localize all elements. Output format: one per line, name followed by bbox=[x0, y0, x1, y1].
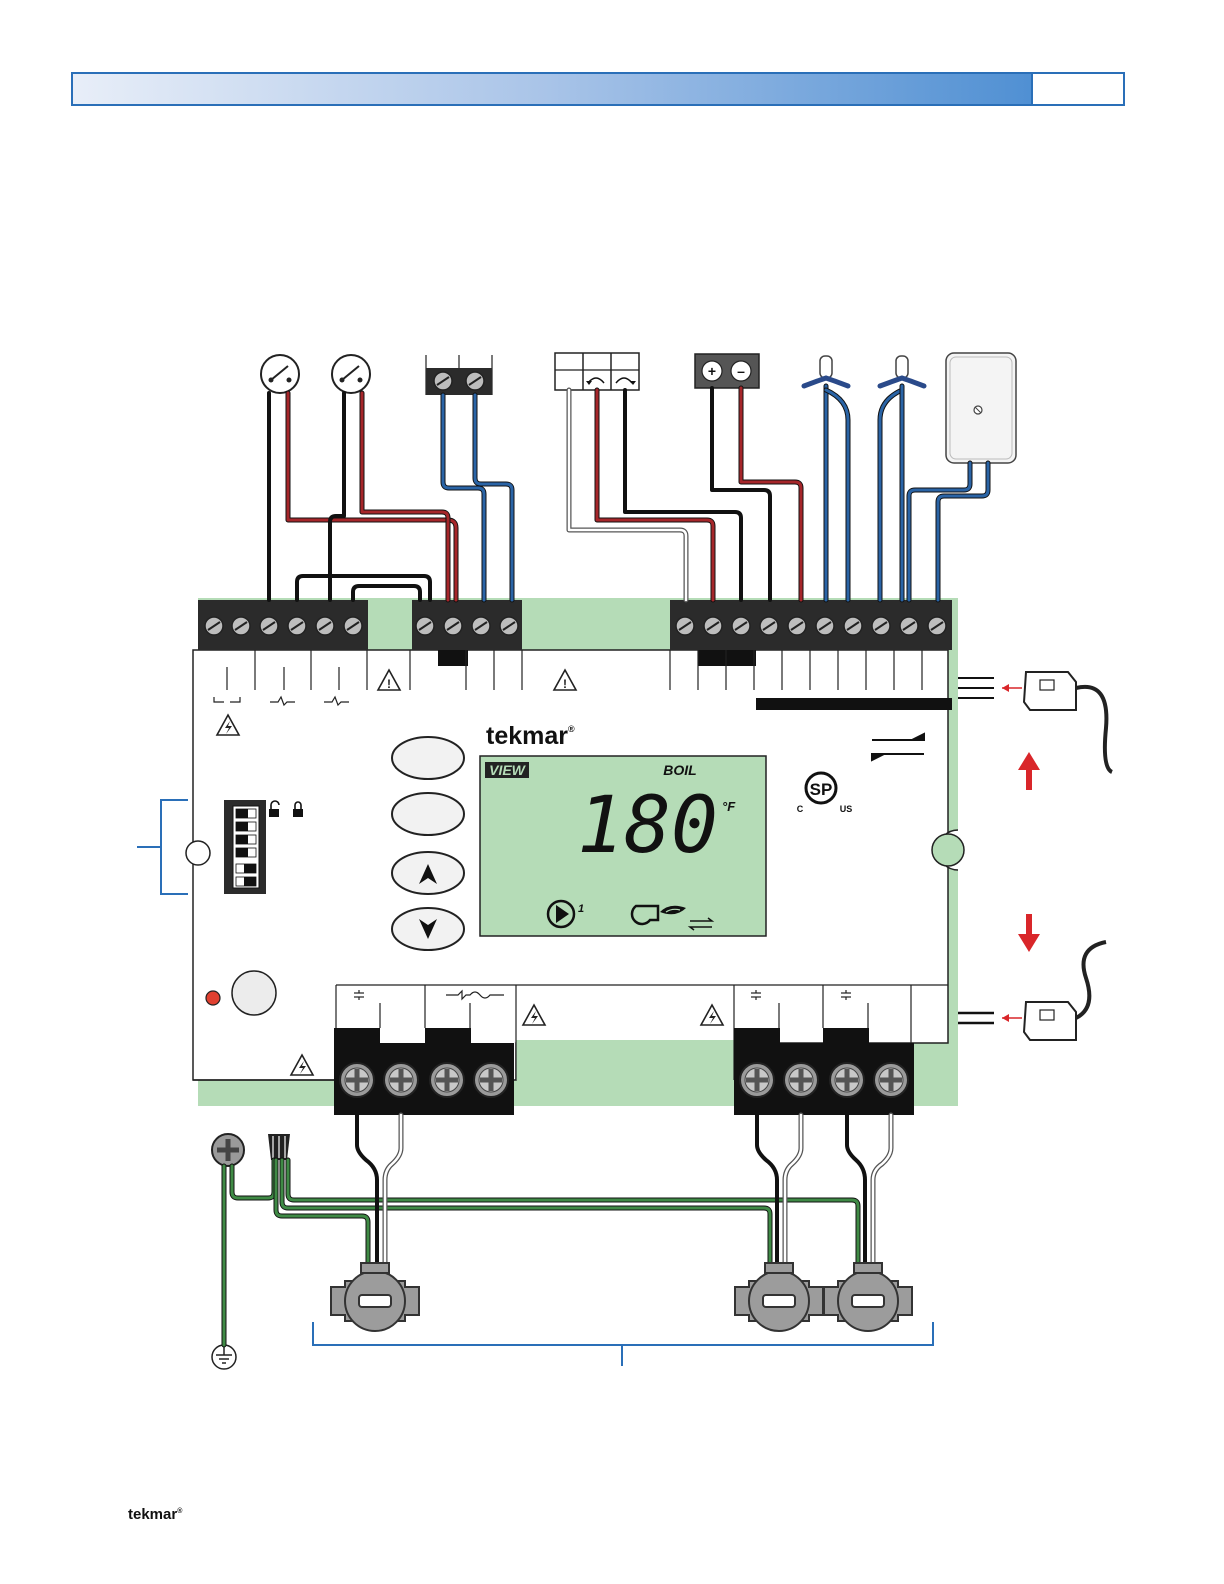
mounting-notch-left bbox=[186, 841, 210, 865]
test-button[interactable] bbox=[232, 971, 276, 1015]
pump-1-icon bbox=[331, 1263, 419, 1331]
pumps-bracket bbox=[313, 1322, 933, 1366]
pump-2-icon bbox=[735, 1263, 823, 1331]
svg-text:SP: SP bbox=[810, 780, 833, 799]
plus-minus-block-icon: + – bbox=[695, 354, 759, 388]
top-wiring bbox=[269, 386, 988, 600]
mounting-notch-right bbox=[932, 834, 964, 866]
lcd-item-label: BOIL bbox=[663, 762, 696, 778]
svg-text:US: US bbox=[840, 804, 853, 814]
pump-3-icon bbox=[824, 1263, 912, 1331]
comm-port-top bbox=[958, 672, 1112, 772]
demand-switch-1-icon bbox=[261, 355, 299, 393]
demand-switch-2-icon bbox=[332, 355, 370, 393]
brand-logo: tekmar® bbox=[486, 722, 575, 750]
button-item[interactable] bbox=[392, 737, 464, 779]
sensor-1-icon bbox=[804, 356, 848, 386]
insert-arrow-up-icon bbox=[1018, 752, 1040, 790]
outdoor-sensor-icon bbox=[946, 353, 1016, 463]
lcd-display: VIEW BOIL 180 °F 1 bbox=[480, 756, 766, 936]
two-terminal-block-icon bbox=[426, 355, 492, 395]
rs485-label-bar bbox=[756, 698, 952, 710]
earth-ground-icon bbox=[212, 1345, 236, 1369]
power-led bbox=[206, 991, 220, 1005]
comm-port-bottom bbox=[958, 942, 1106, 1040]
lcd-value: 180 bbox=[577, 781, 718, 871]
dip-switch-bank[interactable] bbox=[224, 800, 266, 894]
button-menu[interactable] bbox=[392, 793, 464, 835]
wire-nut-icon bbox=[268, 1134, 290, 1160]
modulating-output-block-icon bbox=[555, 353, 639, 390]
lcd-mode-label: VIEW bbox=[489, 762, 527, 778]
svg-text:–: – bbox=[737, 363, 745, 379]
svg-text:1: 1 bbox=[578, 903, 584, 915]
svg-text:+: + bbox=[708, 363, 716, 379]
svg-text:C: C bbox=[797, 804, 804, 814]
dip-switch-bracket bbox=[137, 800, 188, 894]
remove-arrow-down-icon bbox=[1018, 914, 1040, 952]
footer-logo: tekmar® bbox=[128, 1506, 182, 1523]
ground-screw-icon bbox=[212, 1134, 244, 1166]
lcd-unit: °F bbox=[722, 799, 736, 814]
sensor-2-icon bbox=[880, 356, 924, 386]
